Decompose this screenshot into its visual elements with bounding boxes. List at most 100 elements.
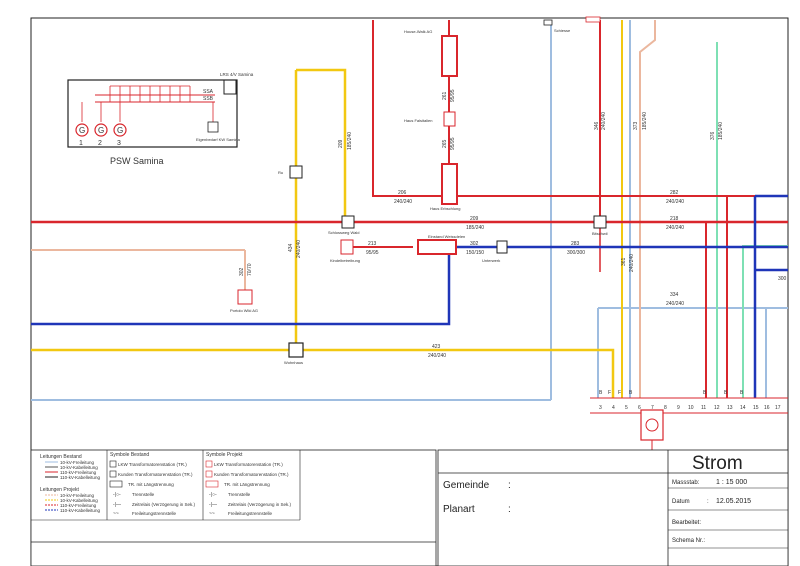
gemeinde-label: Gemeinde (443, 480, 490, 491)
station-label: Bitschwil (592, 231, 608, 236)
title-heading: Strom (692, 453, 743, 474)
line-spec: 240/240 (629, 254, 635, 272)
plant-cabinet (223, 79, 237, 95)
generator-icon[interactable] (75, 123, 89, 137)
station-label: Wohnhaus (284, 360, 303, 365)
line-spec: 240/240 (666, 225, 684, 231)
station-ru[interactable] (289, 165, 303, 179)
massstab-label: Massstab: (672, 480, 700, 486)
svg-text:G: G (79, 126, 85, 135)
station-schlossweg[interactable] (341, 215, 355, 229)
legend-item: LKW Transformatorenstation (TR.) (118, 462, 187, 467)
station-top-small[interactable] (585, 16, 601, 23)
station-label: Unterwerk (482, 258, 500, 263)
plant-own-needs-label: Eigenbedarf KW Samina (196, 137, 241, 142)
plant-bus-label-2: SSB (203, 96, 214, 102)
line-salmon-top[interactable] (639, 20, 656, 398)
line-spec: 185/240 (718, 122, 724, 140)
line-number: 302 (239, 267, 245, 276)
legend-item: Freileitungstrennstelle (228, 511, 273, 516)
line-spec: 70/70 (247, 263, 253, 276)
terminal-letter: F (618, 390, 621, 396)
datum-colon: : (707, 499, 709, 505)
plant-own-needs-trafo (207, 121, 219, 133)
line-red-upper[interactable] (372, 20, 788, 197)
plant-feeders (81, 85, 214, 122)
legend-item: Kunden Transformatorenstation (TR.) (118, 472, 193, 477)
station-falsitalien[interactable] (443, 111, 456, 127)
station-portolo[interactable] (237, 289, 253, 305)
terminal-letter: B (599, 390, 603, 396)
relay-icon: -|— (113, 502, 121, 508)
planart-colon: : (508, 504, 511, 515)
station-label: Kindelbetreibung (330, 258, 360, 263)
sheet-frame (30, 17, 789, 566)
station-label: Portolo Wiki AG (230, 308, 258, 313)
station-kindelbetreibung[interactable] (340, 239, 354, 255)
line-number: 376 (710, 131, 716, 140)
generator-icon[interactable] (113, 123, 127, 137)
line-spec: 185/240 (347, 132, 353, 150)
legend-item: 10-kV-Freileitung (60, 493, 95, 498)
line-yellow-vertical[interactable] (294, 68, 347, 350)
legend-item: Zeitrelais (Verzögerung in Sek.) (228, 502, 292, 507)
terminal-letter: B (703, 390, 707, 396)
terminal-number: 17 (775, 405, 781, 411)
generator-number: 3 (117, 140, 121, 147)
svg-text:G: G (98, 126, 104, 135)
line-spec: 240/240 (666, 199, 684, 205)
customer-trafo-icon (205, 470, 213, 478)
overhead-switch-icon: ~~ (113, 511, 119, 517)
line-number: 373 (633, 121, 639, 130)
station-label: Schlossweg Wald (328, 230, 359, 235)
generator-icons: G G G (75, 123, 127, 137)
legend-sym-projekt-title: Symbole Projekt (206, 452, 243, 458)
legend-item: 10-kV-Kabelleitung (60, 465, 98, 470)
terminal-number: 16 (764, 405, 770, 411)
line-spec: 185/240 (642, 112, 648, 130)
station-erbschlung[interactable] (441, 163, 458, 205)
station-schiesse[interactable] (543, 19, 553, 26)
station-label: Haus Erbschlung (430, 206, 460, 211)
terminal-number: 11 (701, 405, 706, 411)
station-unterwerk[interactable] (496, 240, 508, 254)
line-number: 423 (432, 344, 441, 350)
legend-item: 110-kV-Freileitung (60, 470, 97, 475)
terminal-number: 3 (599, 405, 602, 411)
line-spec: 185/240 (466, 225, 484, 231)
line-spec: 240/240 (394, 199, 412, 205)
legend-item: 10-kV-Freileitung (60, 460, 95, 465)
title-block-frame (437, 449, 789, 566)
line-number: 302 (470, 241, 479, 247)
plant-title: PSW Samina (110, 156, 164, 166)
svg-text:G: G (117, 126, 123, 135)
line-number: 265 (442, 139, 448, 148)
line-blue-main[interactable] (31, 245, 788, 326)
terminal-letter: B (724, 390, 728, 396)
disconnector-icon: -|○- (209, 492, 217, 498)
station-house-walk[interactable] (441, 35, 458, 77)
plant-frame[interactable] (67, 79, 238, 148)
station-weissdelen[interactable] (417, 239, 457, 255)
line-yellow-main[interactable] (31, 348, 615, 398)
overhead-switch-icon: ~~ (209, 511, 215, 517)
line-number: 361 (621, 257, 627, 266)
generator-icon[interactable] (94, 123, 108, 137)
station-wohnhaus[interactable] (288, 342, 304, 358)
line-number: 334 (670, 292, 679, 298)
stations: House-Walk AG Haus Falsitalien Haus Erbs… (230, 16, 664, 452)
station-bitschwil[interactable] (593, 215, 607, 229)
trafo-station-icon (205, 460, 213, 468)
terminal-number: 4 (612, 405, 615, 411)
legend-item: LKW Transformatorenstation (TR.) (214, 462, 283, 467)
substation-bottom[interactable] (640, 409, 664, 441)
line-number: 346 (594, 121, 600, 130)
terminal-number: 7 (651, 405, 654, 411)
terminal-letter: F (608, 390, 611, 396)
customer-trafo-icon (109, 470, 117, 478)
line-spec: 240/240 (296, 240, 302, 258)
disconnector-icon: -|○- (113, 492, 121, 498)
legend-bestand-title: Leitungen Bestand (40, 454, 82, 460)
legend-item: Zeitrelais (Verzögerung in Sek.) (132, 502, 196, 507)
relay-icon: -|— (209, 502, 217, 508)
